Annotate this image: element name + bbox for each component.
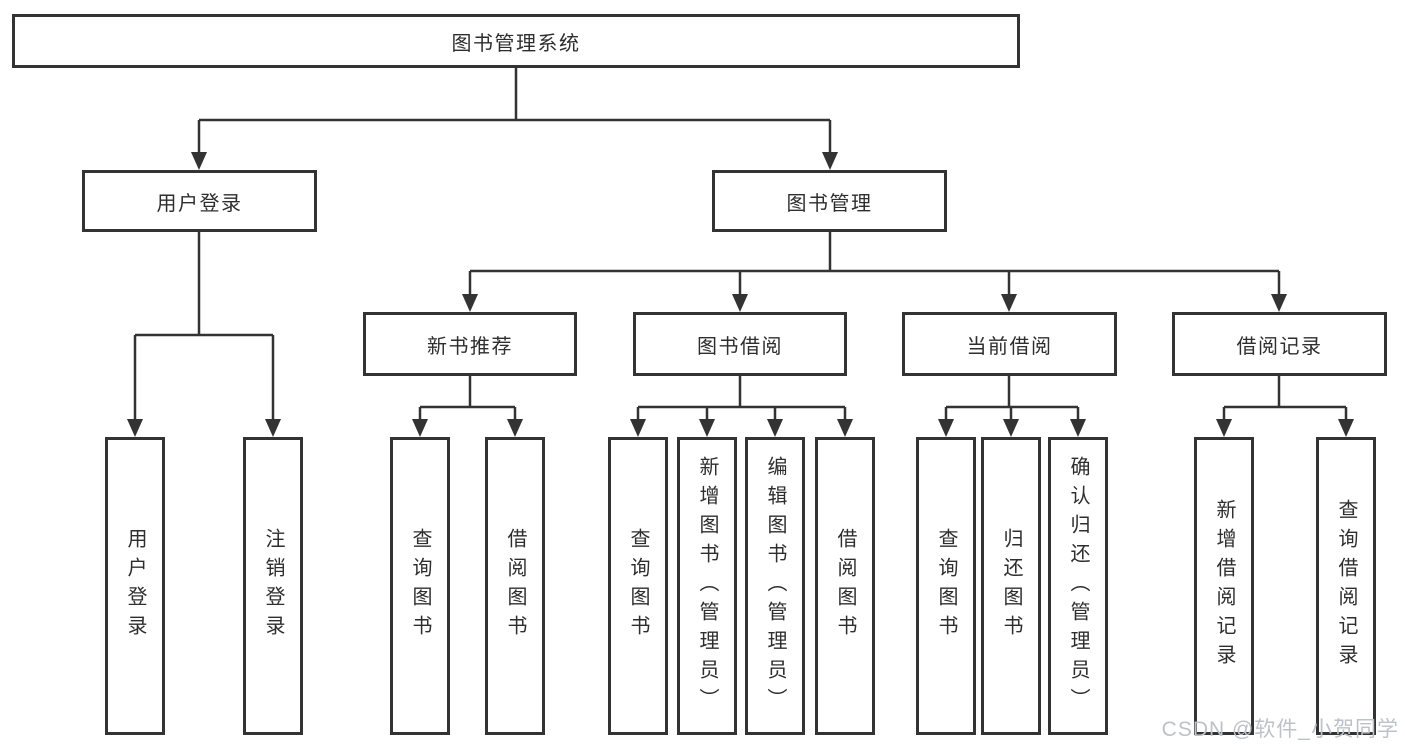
arrow-leaf-11 xyxy=(1070,419,1086,437)
leaf-add-borrow-record-label: 新增借阅记录 xyxy=(1213,499,1235,673)
csdn-watermark: CSDN @软件_小贺同学 xyxy=(1161,718,1399,741)
arrow-leaf-6 xyxy=(699,419,715,437)
arrow-leaf-3 xyxy=(412,419,428,437)
arrow-to-book-borrow xyxy=(732,294,748,312)
leaf-confirm-return-admin-label: 确认归还（管理员） xyxy=(1067,455,1089,717)
leaf-borrow-books-recommend: 借阅图书 xyxy=(485,437,545,735)
leaf-query-books-recommend: 查询图书 xyxy=(390,437,450,735)
leaf-return-books-label: 归还图书 xyxy=(1000,528,1022,644)
arrow-to-leaf-login xyxy=(127,419,143,437)
node-borrow-records-label: 借阅记录 xyxy=(1236,335,1323,358)
arrow-to-borrow-records xyxy=(1271,294,1287,312)
arrowheads xyxy=(127,152,1354,437)
arrow-to-new-book xyxy=(462,294,478,312)
node-book-management-label: 图书管理 xyxy=(786,192,873,215)
connector-borrow-records xyxy=(1222,376,1348,423)
leaf-query-borrow-record-label: 查询借阅记录 xyxy=(1335,499,1357,673)
leaf-add-books-admin: 新增图书（管理员） xyxy=(677,437,737,735)
node-new-book-recommend: 新书推荐 xyxy=(363,312,577,376)
leaf-query-borrow-record: 查询借阅记录 xyxy=(1316,437,1376,735)
connector-user-login xyxy=(133,232,275,423)
leaf-query-books-borrow: 查询图书 xyxy=(608,437,668,735)
arrow-leaf-5 xyxy=(630,419,646,437)
arrow-leaf-12 xyxy=(1216,419,1232,437)
node-book-borrow-label: 图书借阅 xyxy=(697,335,783,358)
arrow-to-current-borrow xyxy=(1001,294,1017,312)
node-root-label: 图书管理系统 xyxy=(451,32,581,55)
leaf-add-borrow-record: 新增借阅记录 xyxy=(1194,437,1254,735)
arrow-leaf-7 xyxy=(767,419,783,437)
arrow-to-leaf-logout xyxy=(265,419,281,437)
arrow-leaf-9 xyxy=(938,419,954,437)
connector-book-management xyxy=(468,232,1281,298)
leaf-logout-label: 注销登录 xyxy=(262,528,284,644)
leaf-query-books-borrow-label: 查询图书 xyxy=(627,528,649,644)
leaf-edit-books-admin-label: 编辑图书（管理员） xyxy=(764,455,786,717)
leaf-edit-books-admin: 编辑图书（管理员） xyxy=(745,437,805,735)
node-user-login-label: 用户登录 xyxy=(156,192,243,215)
leaf-user-login: 用户登录 xyxy=(105,437,165,735)
arrow-to-user-login xyxy=(191,152,207,170)
leaf-add-books-admin-label: 新增图书（管理员） xyxy=(696,455,718,717)
leaf-logout: 注销登录 xyxy=(243,437,303,735)
leaf-query-books-current: 查询图书 xyxy=(916,437,976,735)
connector-root xyxy=(197,68,832,156)
node-current-borrow: 当前借阅 xyxy=(902,312,1117,376)
node-borrow-records: 借阅记录 xyxy=(1172,312,1387,376)
node-new-book-recommend-label: 新书推荐 xyxy=(427,335,513,358)
connector-new-book xyxy=(418,376,517,423)
arrow-leaf-8 xyxy=(837,419,853,437)
arrow-to-book-management xyxy=(822,152,838,170)
node-book-borrow: 图书借阅 xyxy=(633,312,847,376)
connector-strokes xyxy=(133,68,1348,423)
node-book-management: 图书管理 xyxy=(712,170,947,232)
leaf-borrow-books: 借阅图书 xyxy=(815,437,875,735)
arrow-leaf-13 xyxy=(1338,419,1354,437)
node-root: 图书管理系统 xyxy=(12,14,1020,68)
connector-current-borrow xyxy=(944,376,1080,423)
leaf-confirm-return-admin: 确认归还（管理员） xyxy=(1048,437,1108,735)
leaf-borrow-books-label: 借阅图书 xyxy=(834,528,856,644)
leaf-borrow-books-recommend-label: 借阅图书 xyxy=(504,528,526,644)
leaf-user-login-label: 用户登录 xyxy=(124,528,146,644)
arrow-leaf-4 xyxy=(507,419,523,437)
leaf-query-books-recommend-label: 查询图书 xyxy=(409,528,431,644)
arrow-leaf-10 xyxy=(1003,419,1019,437)
connector-book-borrow xyxy=(636,376,847,423)
node-current-borrow-label: 当前借阅 xyxy=(966,335,1053,358)
leaf-query-books-current-label: 查询图书 xyxy=(935,528,957,644)
node-user-login: 用户登录 xyxy=(82,170,317,232)
leaf-return-books: 归还图书 xyxy=(981,437,1041,735)
